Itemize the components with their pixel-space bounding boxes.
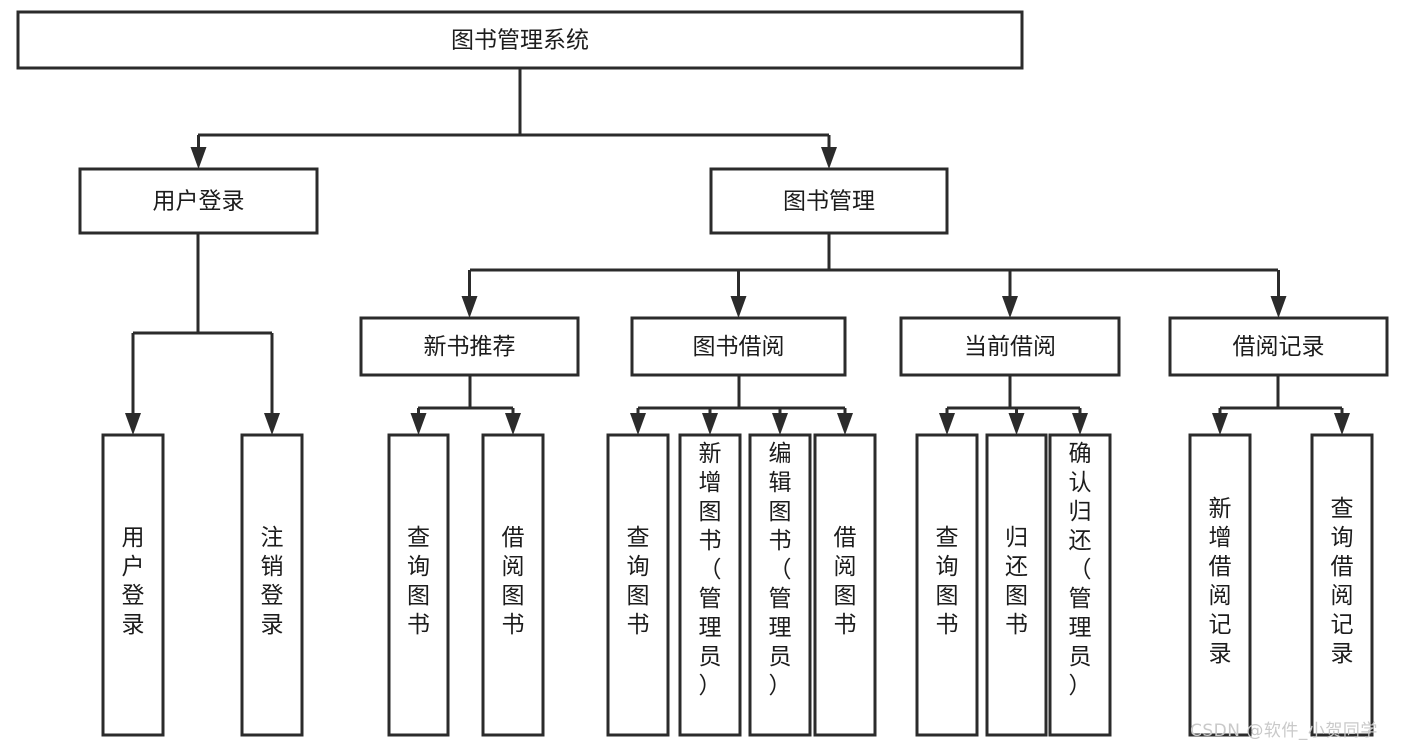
node-leaf-return-book[interactable]: 归还图书 [985,433,1048,737]
node-leaf-query-book-1[interactable]: 查询图书 [387,433,450,737]
node-leaf-query-book-3[interactable]: 查询图书 [915,433,979,737]
connector-borrow-record-bar [1220,375,1342,410]
edge-book_manage-to-book_borrow [730,270,747,318]
edge-current_borrow-to-leaf_confirm_return [1072,408,1088,435]
node-label: 归还图书 [1005,525,1028,638]
node-label: 借阅图书 [834,525,857,638]
edge-book_manage-to-borrow_record [1270,270,1287,318]
node-label: 用户登录 [153,189,245,215]
connector-current-borrow-bar [947,375,1080,410]
edge-book_borrow-to-leaf_edit_book [772,408,788,435]
node-leaf-confirm-return[interactable]: 确认归还（管理员） [1048,433,1112,737]
connector-user-login-bar [133,233,272,335]
edge-root-to-book_manage [821,135,837,169]
node-leaf-query-record[interactable]: 查询借阅记录 [1310,433,1374,737]
connector-new-book-rec-bar [418,375,513,410]
edge-borrow_record-to-leaf_add_record [1212,408,1228,435]
edge-current_borrow-to-leaf_query_book_3 [939,408,955,435]
node-root[interactable]: 图书管理系统 [16,10,1024,70]
node-label: 图书管理 [783,189,875,215]
node-leaf-logout[interactable]: 注销登录 [240,433,304,737]
edge-borrow_record-to-leaf_query_record [1334,408,1350,435]
node-new-book-rec[interactable]: 新书推荐 [359,316,580,377]
node-label: 图书管理系统 [451,28,589,54]
edge-user_login-to-leaf_logout [264,333,280,435]
connector-lines-group [125,68,1350,435]
csdn-watermark: CSDN @软件_小贺同学 [1190,721,1378,741]
connector-book-borrow-bar [638,375,845,410]
edge-book_borrow-to-leaf_query_book_2 [630,408,646,435]
node-leaf-add-book[interactable]: 新增图书（管理员） [678,433,742,737]
edge-current_borrow-to-leaf_return_book [1008,408,1025,435]
edge-new_book_rec-to-leaf_query_book_1 [410,408,427,435]
node-label: 新增图书（管理员） [699,441,722,699]
node-label: 确认归还（管理员） [1069,441,1092,699]
node-label: 注销登录 [261,525,284,638]
node-label: 查询图书 [627,525,650,638]
edge-book_manage-to-new_book_rec [461,270,478,318]
node-leaf-borrow-book-2[interactable]: 借阅图书 [813,433,877,737]
node-label: 借阅图书 [502,525,525,638]
connector-root-bar [198,68,829,137]
connector-book-manage-bar [470,233,1278,272]
node-book-manage[interactable]: 图书管理 [709,167,949,235]
node-leaf-user-login[interactable]: 用户登录 [101,433,165,737]
node-label: 查询图书 [407,525,430,638]
node-leaf-borrow-book-1[interactable]: 借阅图书 [481,433,545,737]
node-label: 用户登录 [122,525,145,638]
node-label: 编辑图书（管理员） [769,441,792,699]
node-label: 查询借阅记录 [1331,496,1354,667]
node-user-login[interactable]: 用户登录 [78,167,319,235]
edge-book_borrow-to-leaf_add_book [702,408,718,435]
node-current-borrow[interactable]: 当前借阅 [899,316,1121,377]
node-label: 新书推荐 [424,334,516,360]
edge-book_borrow-to-leaf_borrow_book_2 [837,408,853,435]
node-book-borrow[interactable]: 图书借阅 [630,316,847,377]
edge-new_book_rec-to-leaf_borrow_book_1 [505,408,521,435]
node-label: 新增借阅记录 [1209,496,1232,667]
node-label: 图书借阅 [693,334,785,360]
node-leaf-edit-book[interactable]: 编辑图书（管理员） [748,433,812,737]
nodes-group: 图书管理系统用户登录图书管理新书推荐图书借阅当前借阅借阅记录用户登录注销登录查询… [16,10,1389,737]
node-leaf-query-book-2[interactable]: 查询图书 [606,433,670,737]
node-leaf-add-record[interactable]: 新增借阅记录 [1188,433,1252,737]
node-label: 当前借阅 [964,334,1056,360]
node-label: 借阅记录 [1233,334,1325,360]
node-borrow-record[interactable]: 借阅记录 [1168,316,1389,377]
node-label: 查询图书 [936,525,959,638]
edge-book_manage-to-current_borrow [1002,270,1018,318]
edge-root-to-user_login [190,135,207,169]
edge-user_login-to-leaf_user_login [125,333,141,435]
